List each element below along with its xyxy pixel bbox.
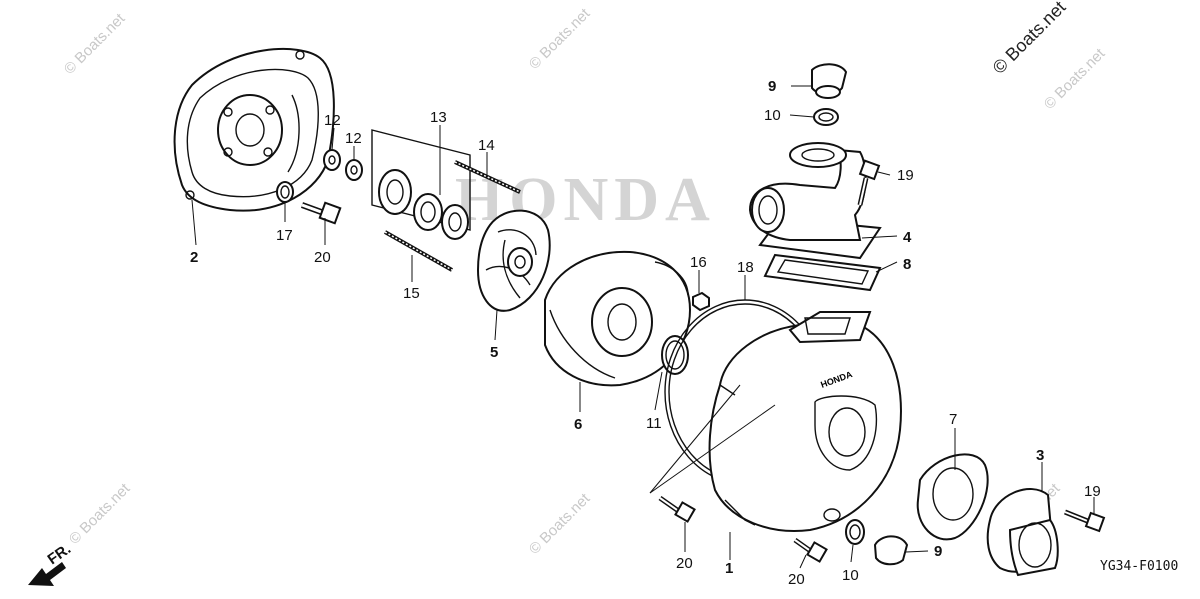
mechanical-seal-13 <box>371 129 471 240</box>
watermark-dark: © Boats.net <box>989 0 1070 78</box>
watermark: © Boats.net <box>66 480 134 548</box>
callout-3: 3 <box>1036 447 1044 464</box>
watermark: © Boats.net <box>1041 45 1109 113</box>
stud-bolt-15 <box>384 230 453 272</box>
callout-20: 20 <box>788 571 805 588</box>
callout-15: 15 <box>403 285 420 302</box>
callout-7: 7 <box>949 411 957 428</box>
washer-10-top <box>813 108 839 126</box>
callout-5: 5 <box>490 344 498 361</box>
outlet-elbow-4 <box>748 142 882 260</box>
pump-cover-plate <box>173 47 335 212</box>
callout-16: 16 <box>690 254 707 271</box>
callout-6: 6 <box>574 416 582 433</box>
callout-1: 1 <box>725 560 733 577</box>
nut-16 <box>692 291 710 312</box>
washer-10-bottom <box>845 519 865 545</box>
volute-case-6 <box>544 250 692 387</box>
flange-bolt-20 <box>300 201 342 225</box>
callout-12: 12 <box>345 130 362 147</box>
watermark: © Boats.net <box>61 10 129 78</box>
washer-12 <box>323 149 363 181</box>
drain-plug-9-top <box>811 63 848 99</box>
callout-20: 20 <box>314 249 331 266</box>
callout-17: 17 <box>276 227 293 244</box>
watermark: © Boats.net <box>526 490 594 558</box>
gasket-7 <box>916 453 989 541</box>
arrow-left-icon <box>28 562 66 586</box>
inlet-cover-3 <box>986 488 1059 577</box>
callout-14: 14 <box>478 137 495 154</box>
o-ring-17 <box>276 181 294 203</box>
direction-indicator: FR. <box>28 540 74 586</box>
watermark: © Boats.net <box>526 5 594 73</box>
flange-bolt-19-right <box>1064 509 1106 533</box>
callout-9: 9 <box>934 543 942 560</box>
impeller-5 <box>476 209 551 312</box>
callout-10: 10 <box>764 107 781 124</box>
flange-bolt-19-top <box>857 159 881 206</box>
leader-lines <box>191 85 1095 569</box>
callout-labels: 2 12 12 13 14 17 20 15 5 6 16 18 11 9 10… <box>190 78 1101 588</box>
drain-plug-9-bottom <box>873 535 909 566</box>
figure-code: YG34-F0100 <box>1100 559 1178 574</box>
callout-4: 4 <box>903 229 912 246</box>
callout-13: 13 <box>430 109 447 126</box>
callout-20: 20 <box>676 555 693 572</box>
callout-9: 9 <box>768 78 776 95</box>
stud-bolt-14 <box>454 160 521 194</box>
callout-10: 10 <box>842 567 859 584</box>
callout-11: 11 <box>646 415 662 432</box>
flange-bolt-20-bottom-right <box>793 537 828 563</box>
callout-8: 8 <box>903 256 911 273</box>
callout-19: 19 <box>1084 483 1101 500</box>
gasket-8 <box>763 253 882 292</box>
direction-label: FR. <box>45 540 75 568</box>
o-ring-11 <box>661 335 689 375</box>
callout-19: 19 <box>897 167 914 184</box>
pump-casing-1: HONDA <box>708 311 902 532</box>
callout-12: 12 <box>324 112 341 129</box>
callout-2: 2 <box>190 249 198 266</box>
callout-18: 18 <box>737 259 754 276</box>
flange-bolt-20-bottom-left <box>658 495 696 523</box>
